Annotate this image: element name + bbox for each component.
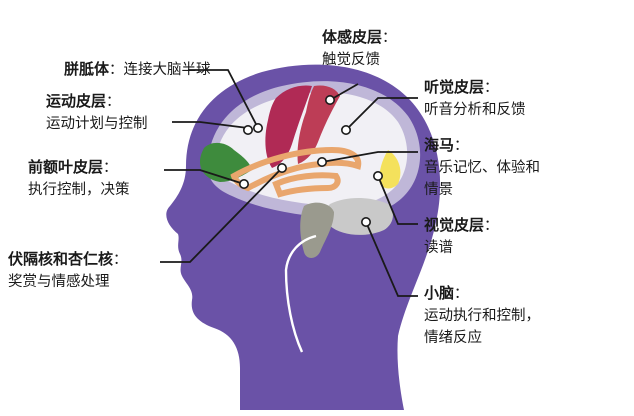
hippocampus-region	[272, 172, 341, 198]
motor-cortex-sep: ：	[106, 94, 121, 110]
accumbens-title: 伏隔核和杏仁核	[8, 250, 114, 268]
cerebellum-sep: ：	[454, 286, 469, 302]
hippocampus-desc-line2: 情景	[424, 182, 453, 198]
motor-cortex-title: 运动皮层	[46, 92, 107, 110]
leader-cerebellum-dot	[360, 217, 371, 228]
spinal-cord-line	[284, 234, 317, 353]
leader-visual-dot	[372, 171, 383, 182]
prefrontal-title: 前额叶皮层	[28, 158, 104, 176]
somatosensory-sep: ：	[382, 30, 397, 46]
visual-sep: ：	[484, 218, 499, 234]
leader-lines	[160, 69, 418, 297]
hippocampus-title: 海马	[424, 136, 455, 154]
label-hippocampus: 海马： 音乐记忆、体验和 情景	[424, 134, 540, 201]
label-somatosensory-cortex: 体感皮层： 触觉反馈	[322, 26, 397, 71]
auditory-region	[297, 85, 340, 164]
label-prefrontal-cortex: 前额叶皮层： 执行控制，决策	[28, 156, 130, 201]
brainstem-region	[300, 202, 334, 258]
prefrontal-desc: 执行控制，决策	[28, 182, 130, 198]
cerebellum-desc-line1: 运动执行和控制，	[424, 308, 540, 324]
auditory-desc: 听音分析和反馈	[424, 102, 526, 118]
prefrontal-sep: ：	[103, 160, 118, 176]
auditory-sep: ：	[484, 80, 499, 96]
hippocampus-desc-line1: 音乐记忆、体验和	[424, 160, 540, 176]
corpus-callosum-desc: 连接大脑半球	[123, 62, 211, 78]
leader-accumbens	[160, 167, 283, 263]
motor-cortex-desc: 运动计划与控制	[46, 116, 148, 132]
label-cerebellum: 小脑： 运动执行和控制， 情绪反应	[424, 282, 540, 349]
visual-region	[379, 150, 401, 189]
somatosensory-title: 体感皮层	[322, 28, 383, 46]
leader-somatosensory	[329, 83, 359, 101]
leader-prefrontal	[164, 169, 245, 185]
leader-corpus-callosum	[188, 69, 259, 129]
label-nucleus-accumbens-amygdala: 伏隔核和杏仁核： 奖赏与情感处理	[8, 248, 128, 293]
leader-accumbens-dot	[276, 163, 287, 174]
accumbens-desc: 奖赏与情感处理	[8, 274, 110, 290]
auditory-title: 听觉皮层	[424, 78, 485, 96]
corpus-callosum-title: 胼胝体	[64, 60, 110, 78]
hippocampus-sep: ：	[454, 138, 469, 154]
somatosensory-region	[265, 85, 312, 168]
leader-motor-cortex-dot	[243, 125, 254, 136]
leader-motor-cortex	[172, 121, 249, 129]
label-motor-cortex: 运动皮层： 运动计划与控制	[46, 90, 148, 135]
leader-auditory	[345, 97, 418, 131]
somatosensory-desc: 触觉反馈	[322, 52, 380, 68]
cerebellum-region	[325, 198, 393, 235]
corpus-callosum-region	[230, 146, 362, 192]
cerebellum-title: 小脑	[424, 284, 455, 302]
label-corpus-callosum: 胼胝体：连接大脑半球	[64, 58, 211, 81]
leader-hippocampus-dot	[316, 157, 327, 168]
leader-hippocampus	[321, 151, 418, 163]
corpus-callosum-sep: ：	[109, 62, 124, 78]
leader-prefrontal-dot	[239, 179, 250, 190]
leader-visual	[377, 175, 418, 225]
label-auditory-cortex: 听觉皮层： 听音分析和反馈	[424, 76, 526, 121]
leader-corpus-callosum-dot	[253, 123, 264, 134]
leader-cerebellum	[365, 221, 418, 297]
leader-dots	[239, 95, 383, 228]
cerebellum-desc-line2: 情绪反应	[424, 330, 482, 346]
visual-desc: 读谱	[424, 240, 453, 256]
visual-title: 视觉皮层	[424, 216, 485, 234]
leader-somatosensory-dot	[324, 95, 335, 106]
label-visual-cortex: 视觉皮层： 读谱	[424, 214, 499, 259]
leader-auditory-dot	[340, 125, 351, 136]
accumbens-sep: ：	[113, 252, 128, 268]
